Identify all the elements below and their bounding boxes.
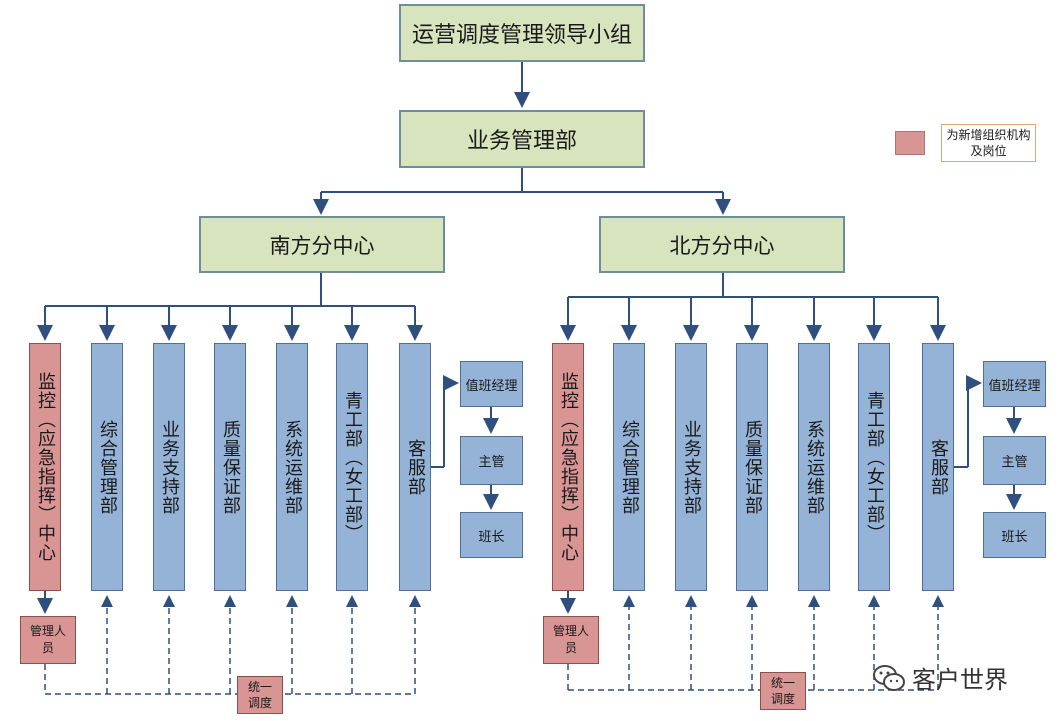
north-customer-service: 客服部 <box>922 343 954 591</box>
south-unified-dispatch: 统一调度 <box>237 676 283 714</box>
south-monitor-center-label: 监控（应急指挥）中心 <box>35 372 56 562</box>
north-system-ops-label: 系统运维部 <box>804 419 825 515</box>
north-quality-assurance-label: 质量保证部 <box>742 419 763 515</box>
south-business-support: 业务支持部 <box>153 343 185 591</box>
north-business-support: 业务支持部 <box>675 343 707 591</box>
north-monitor-center-label: 监控（应急指挥）中心 <box>558 372 579 562</box>
south-supervisor: 主管 <box>460 436 523 485</box>
south-youth-dept: 青工部（女工部） <box>336 343 368 591</box>
legend-swatch <box>895 131 925 155</box>
north-quality-assurance: 质量保证部 <box>736 343 768 591</box>
south-business-support-label: 业务支持部 <box>159 419 180 515</box>
north-general-management-label: 综合管理部 <box>619 419 640 515</box>
south-team-leader: 班长 <box>460 512 523 558</box>
north-management-staff: 管理人员 <box>543 616 599 664</box>
south-customer-service: 客服部 <box>399 343 431 591</box>
north-youth-dept: 青工部（女工部） <box>858 343 890 591</box>
north-business-support-label: 业务支持部 <box>681 419 702 515</box>
south-quality-assurance: 质量保证部 <box>214 343 246 591</box>
south-management-staff: 管理人员 <box>20 616 76 664</box>
south-quality-assurance-label: 质量保证部 <box>220 419 241 515</box>
north-youth-dept-label: 青工部（女工部） <box>864 391 885 543</box>
business-department-box: 业务管理部 <box>399 110 645 168</box>
north-supervisor: 主管 <box>983 436 1046 485</box>
south-system-ops-label: 系统运维部 <box>282 419 303 515</box>
south-duty-manager: 值班经理 <box>460 361 523 407</box>
north-unified-dispatch: 统一调度 <box>760 672 806 710</box>
north-duty-manager: 值班经理 <box>983 361 1046 407</box>
south-center-box: 南方分中心 <box>199 216 445 273</box>
north-center-box: 北方分中心 <box>599 216 845 273</box>
leadership-group-box: 运营调度管理领导小组 <box>399 4 645 62</box>
watermark: 客户世界 <box>872 660 1008 695</box>
south-monitor-center: 监控（应急指挥）中心 <box>29 343 61 591</box>
watermark-text: 客户世界 <box>912 666 1008 694</box>
north-monitor-center: 监控（应急指挥）中心 <box>552 343 584 591</box>
legend-label: 为新增组织机构及岗位 <box>941 124 1036 162</box>
wechat-icon <box>873 664 905 691</box>
south-general-management: 综合管理部 <box>91 343 123 591</box>
north-system-ops: 系统运维部 <box>798 343 830 591</box>
south-system-ops: 系统运维部 <box>276 343 308 591</box>
north-customer-service-label: 客服部 <box>928 438 949 496</box>
south-general-management-label: 综合管理部 <box>97 419 118 515</box>
north-team-leader: 班长 <box>983 512 1046 558</box>
south-customer-service-label: 客服部 <box>405 438 426 496</box>
north-general-management: 综合管理部 <box>613 343 645 591</box>
south-youth-dept-label: 青工部（女工部） <box>342 391 363 543</box>
